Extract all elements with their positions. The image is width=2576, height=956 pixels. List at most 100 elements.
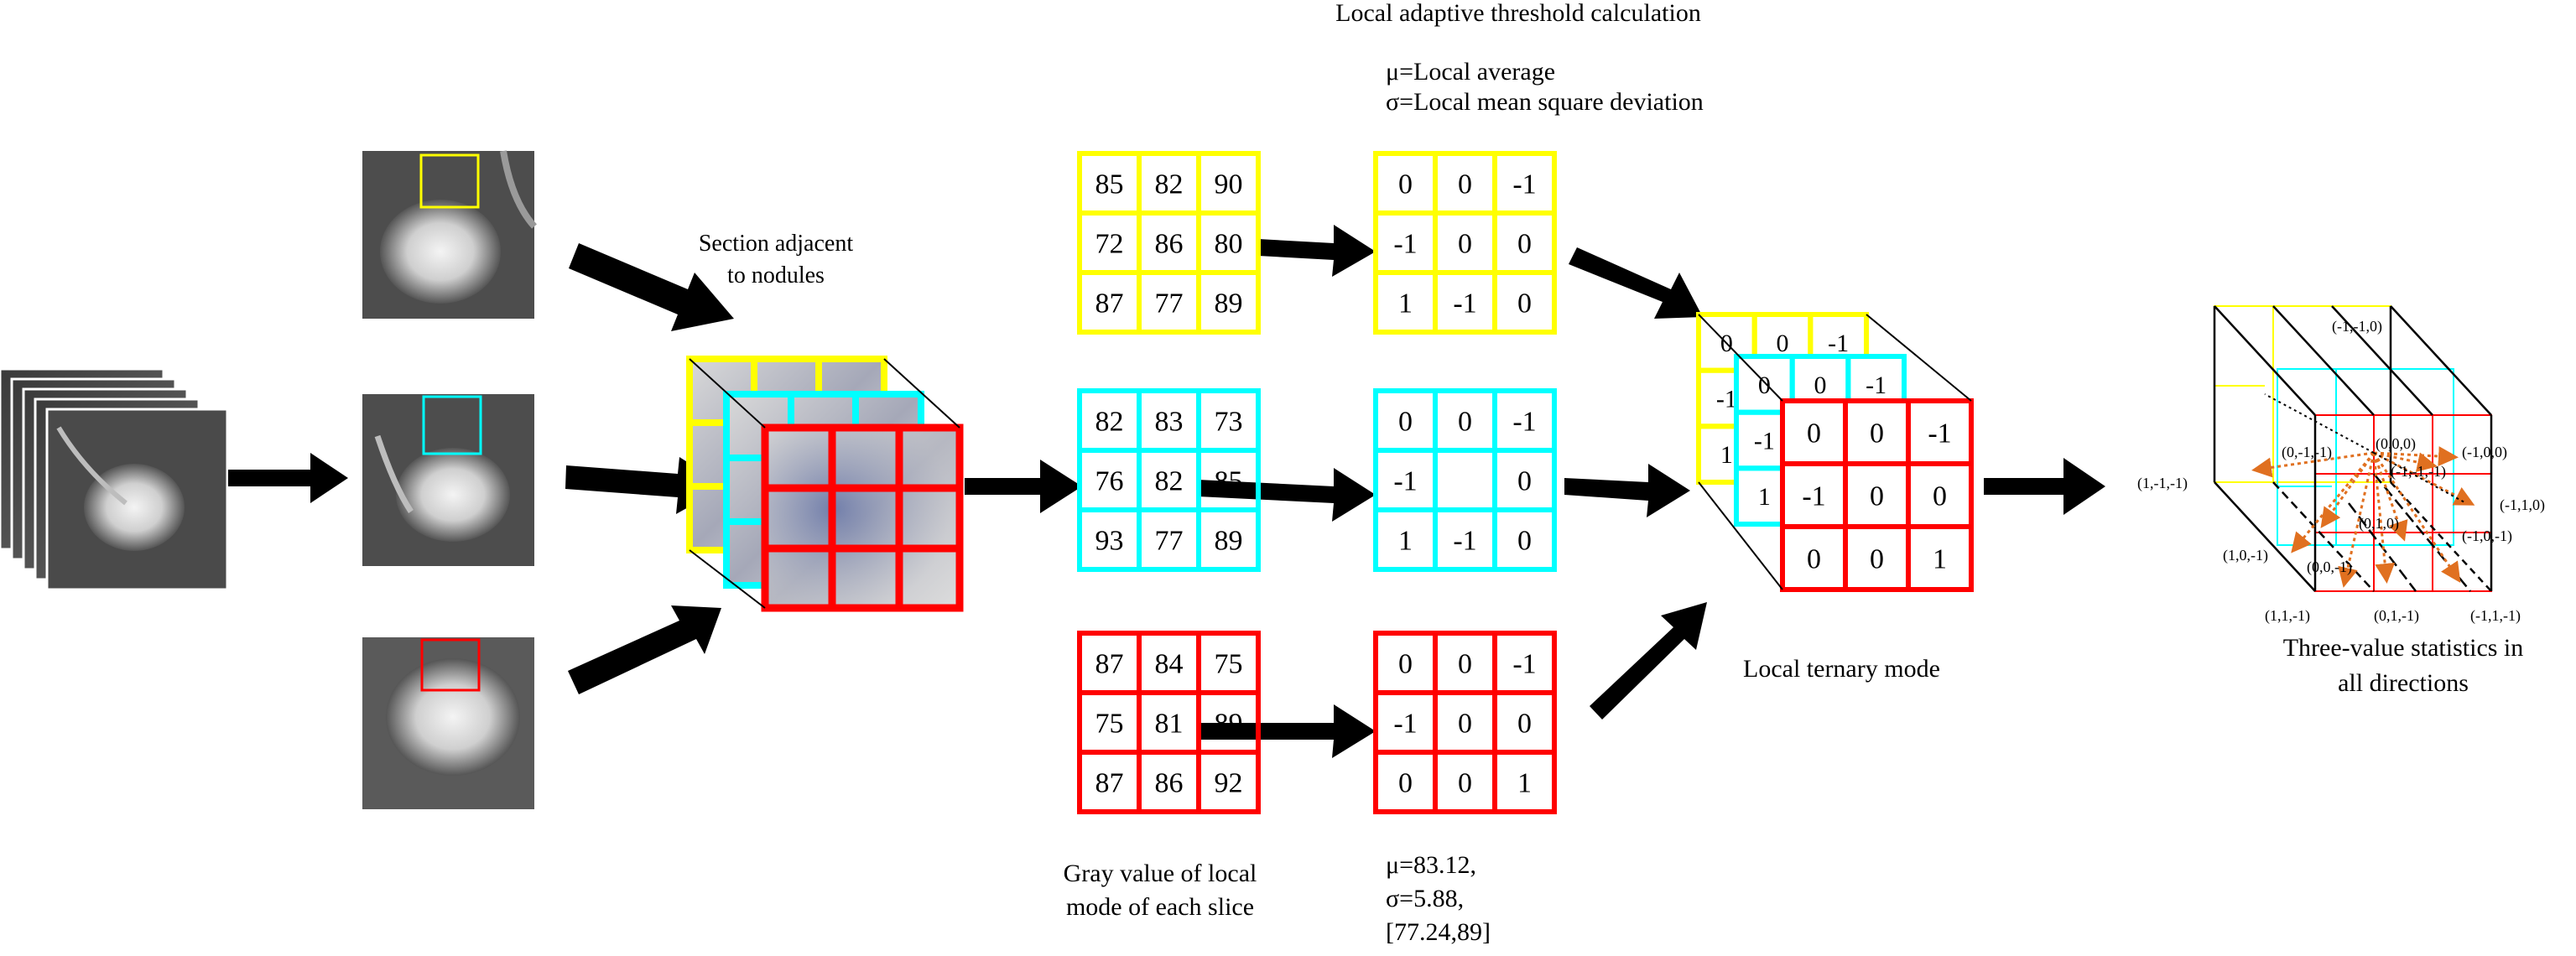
- grid-cell-value: 1: [1398, 288, 1413, 319]
- direction-label: (1,-1,-1): [2137, 475, 2188, 492]
- grid-cell-value: 0: [1933, 481, 1947, 512]
- threshold-values: μ=83.12, σ=5.88, [77.24,89]: [1386, 849, 1491, 949]
- grid-cell-value: 80: [1215, 228, 1243, 259]
- grid-cell-value: -1: [1866, 371, 1886, 399]
- arrow-cube-to-cyan-grid: [965, 460, 1082, 513]
- grid-cell-value: 82: [1155, 169, 1184, 200]
- slice-thumbnail-yellow: [362, 150, 538, 319]
- grid-cell-value: -1: [1512, 648, 1536, 679]
- grid-cell-value: 86: [1155, 228, 1184, 259]
- direction-label: (-1,1,-1): [2470, 607, 2521, 625]
- grid-cell-value: 0: [1777, 330, 1789, 357]
- direction-label: (0,-1,-1): [2282, 444, 2332, 461]
- arrow-red-grid-to-ternary: [1200, 704, 1376, 758]
- arrow-cyan-grid-to-ternary: [1198, 468, 1376, 522]
- grid-cell: [1196, 507, 1261, 572]
- direction-label: (0,0,0): [2376, 435, 2416, 453]
- grid-cell: [1196, 750, 1261, 814]
- grid-cell-value: 0: [1870, 543, 1884, 574]
- threshold-title: Local adaptive threshold calculation: [1335, 0, 1701, 27]
- grid-cell-value: -1: [1716, 386, 1737, 413]
- direction-label: (-1,1,0): [2500, 496, 2545, 514]
- gray-line-1: Gray value of local: [1063, 860, 1257, 887]
- grid-cell-value: 0: [1398, 406, 1413, 437]
- range-value: [77.24,89]: [1386, 918, 1491, 946]
- grid-cell-value: -1: [1754, 428, 1775, 455]
- grid-cell: [1492, 270, 1557, 335]
- direction-label: (-1,0,0): [2462, 444, 2507, 461]
- sigma-value: σ=5.88,: [1386, 885, 1465, 912]
- slice-thumbnail-cyan: [362, 394, 534, 566]
- arrow-stack-to-cyan: [228, 453, 348, 503]
- grid-cell-value: 89: [1215, 708, 1243, 739]
- slice-thumbnail-red: [362, 637, 534, 809]
- arrow-yellow-grid-to-ternary: [1258, 225, 1376, 277]
- grid-cell-value: -1: [1453, 288, 1476, 319]
- ct-slice-stack: [0, 367, 229, 591]
- cube-edge: [1866, 314, 1972, 402]
- grid-cell-value: 0: [1870, 481, 1884, 512]
- subregion-cube: [686, 356, 964, 612]
- direction-label: (0,0,-1): [2307, 559, 2352, 576]
- grid-cell-value: 85: [1215, 465, 1243, 496]
- gray-line-2: mode of each slice: [1065, 893, 1255, 921]
- grid-cell-value: 0: [1807, 418, 1821, 449]
- grid-cell-value: 73: [1215, 406, 1243, 437]
- grid-cell-value: 1: [1720, 441, 1733, 469]
- grid-cell-value: 1: [1758, 483, 1771, 511]
- grid-cell-value: 82: [1155, 465, 1184, 496]
- stats-line-2: all directions: [2338, 669, 2469, 697]
- grid-cell-value: 92: [1215, 767, 1243, 798]
- section-line-2: to nodules: [727, 262, 825, 288]
- arrow-red-to-cube: [568, 605, 721, 694]
- grid-cell-value: 87: [1095, 648, 1124, 679]
- grid-cell-value: 0: [1517, 525, 1532, 556]
- gray-value-label: Gray value of local mode of each slice: [1022, 857, 1298, 924]
- arrow-yellow-to-cube: [569, 243, 734, 331]
- grid-cell-value: 82: [1095, 406, 1124, 437]
- grid-cell-value: 76: [1095, 465, 1124, 496]
- grid-cell: [1492, 750, 1557, 814]
- grid-cell-value: 0: [1398, 767, 1413, 798]
- grid-cell-value: 1: [1933, 543, 1947, 574]
- grid-cell-value: 0: [1458, 406, 1472, 437]
- grid-cell-value: -1: [1393, 228, 1417, 259]
- grid-cell-value: 0: [1458, 648, 1472, 679]
- mu-definition: μ=Local average: [1386, 58, 1556, 86]
- cube-edge: [1698, 481, 1783, 590]
- grid-cell-value: 0: [1517, 465, 1532, 496]
- grid-cell: [1196, 270, 1261, 335]
- grid-cell-value: 0: [1458, 169, 1472, 200]
- grid-cell-value: 0: [1517, 288, 1532, 319]
- grid-cell-value: 89: [1215, 525, 1243, 556]
- grid-cell-value: 0: [1517, 708, 1532, 739]
- direction-label: (-1,0,-1): [2462, 527, 2512, 545]
- grid-cell: [1433, 448, 1497, 512]
- grid-cell-value: 75: [1215, 648, 1243, 679]
- grid-cell-value: 1: [1517, 767, 1532, 798]
- grid-cell-value: 86: [1155, 767, 1184, 798]
- grid-cell-value: 93: [1095, 525, 1124, 556]
- grid-cell-value: 0: [1517, 228, 1532, 259]
- grid-cell-value: -1: [1512, 406, 1536, 437]
- grid-cell-value: 77: [1155, 288, 1184, 319]
- stats-line-1: Three-value statistics in: [2282, 634, 2524, 662]
- grid-cell-value: -1: [1453, 525, 1476, 556]
- grid-cell-value: -1: [1393, 708, 1417, 739]
- section-adjacent-label: Section adjacent to nodules: [667, 228, 885, 292]
- arrow-cube-to-stats: [1984, 458, 2105, 515]
- arrow-red-ternary-to-cube: [1590, 602, 1707, 720]
- grid-cell-value: -1: [1802, 481, 1825, 512]
- mu-value: μ=83.12,: [1386, 851, 1477, 879]
- grid-cell-value: -1: [1928, 418, 1951, 449]
- grid-cell-value: 75: [1095, 708, 1124, 739]
